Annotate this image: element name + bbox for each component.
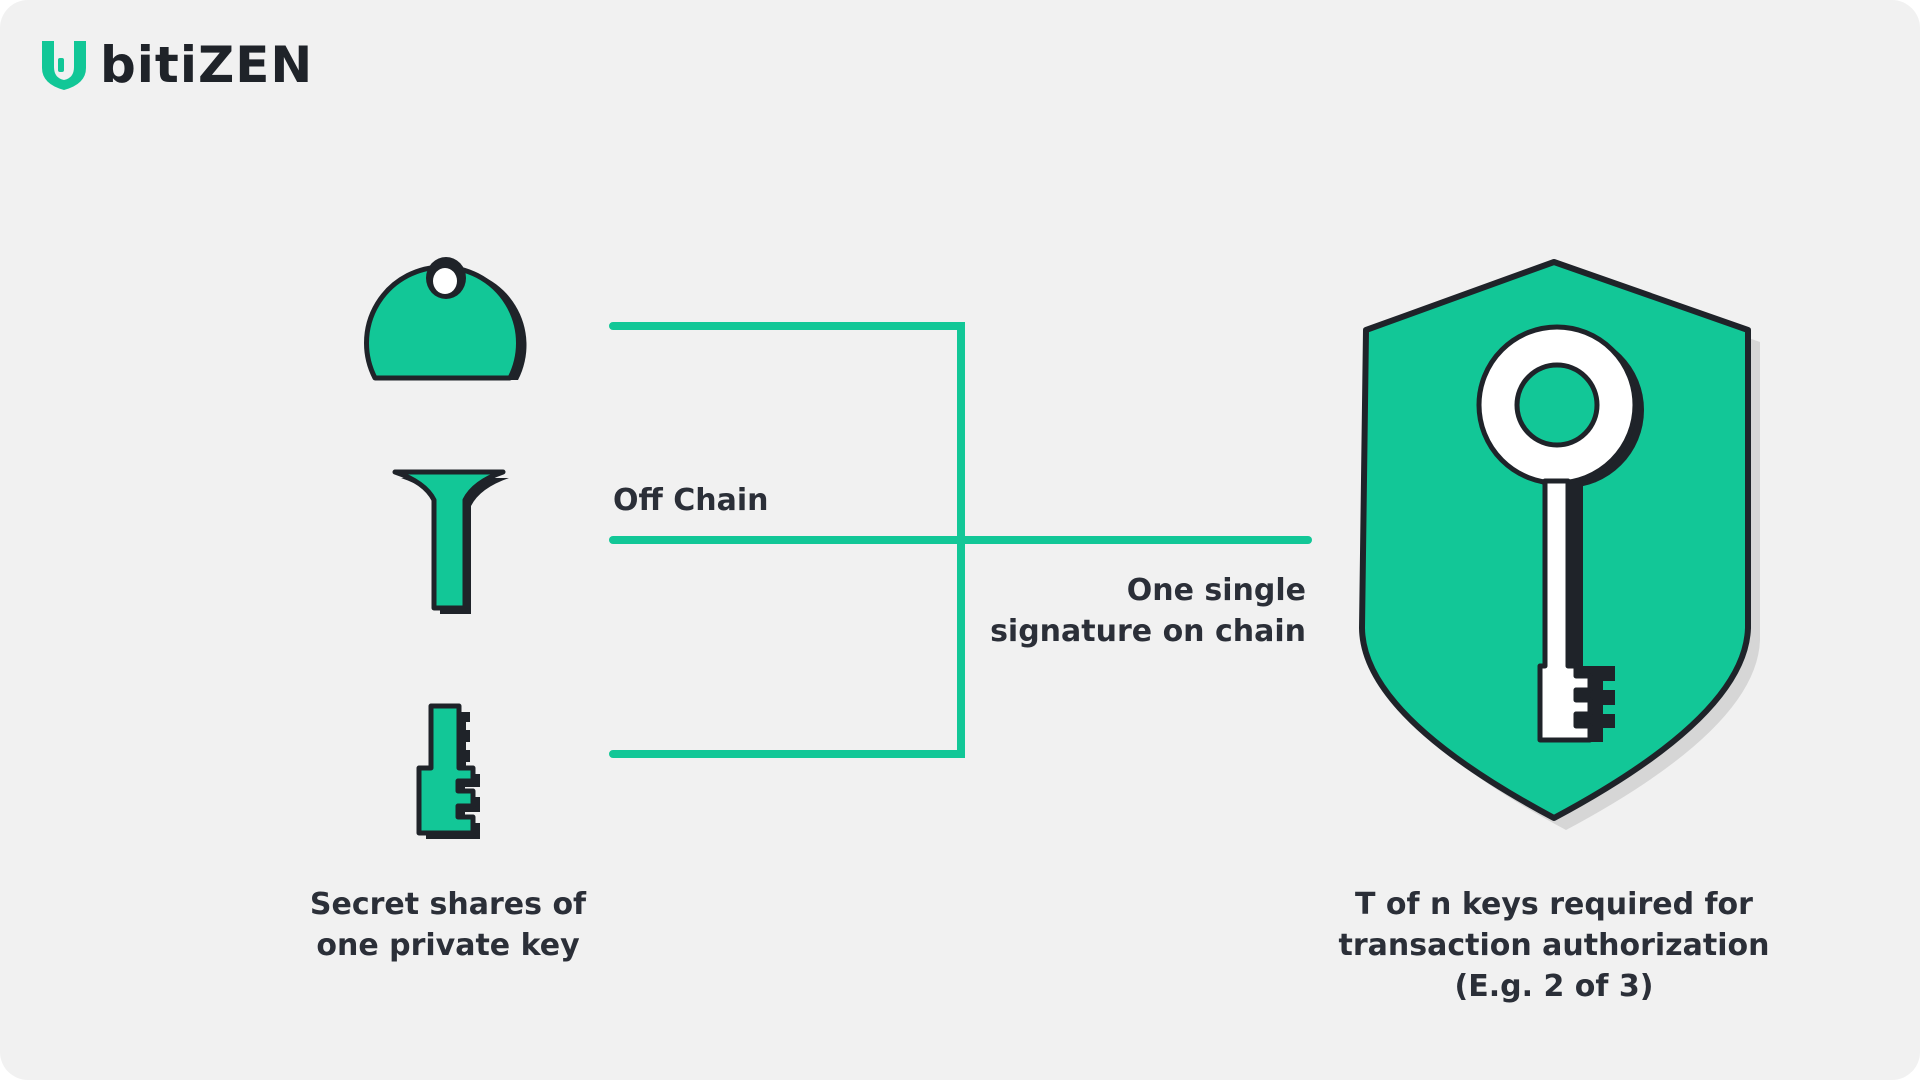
connector-lines xyxy=(609,322,1312,758)
key-bow-share-icon xyxy=(364,257,527,381)
shield-key-icon xyxy=(1359,259,1760,830)
threshold-line-1: T of n keys required for xyxy=(1355,887,1753,922)
off-chain-label: Off Chain xyxy=(613,483,769,518)
secret-shares-line-1: Secret shares of xyxy=(309,887,587,922)
secret-shares-label: Secret shares of one private key xyxy=(310,884,586,966)
shield-b-icon xyxy=(42,41,86,90)
threshold-line-3: (E.g. 2 of 3) xyxy=(1454,969,1654,1004)
key-bit-share-icon xyxy=(416,703,480,839)
key-shaft-share-icon xyxy=(392,469,509,614)
secret-shares-line-2: one private key xyxy=(316,928,580,963)
single-signature-line-2: signature on chain xyxy=(990,614,1306,649)
single-signature-label: One single signature on chain xyxy=(990,570,1306,652)
brand-logo: bitiZEN xyxy=(38,38,313,92)
single-signature-line-1: One single xyxy=(1126,573,1306,608)
threshold-line-2: transaction authorization xyxy=(1338,928,1770,963)
brand-name: bitiZEN xyxy=(100,36,314,94)
threshold-keys-label: T of n keys required for transaction aut… xyxy=(1339,884,1770,1007)
